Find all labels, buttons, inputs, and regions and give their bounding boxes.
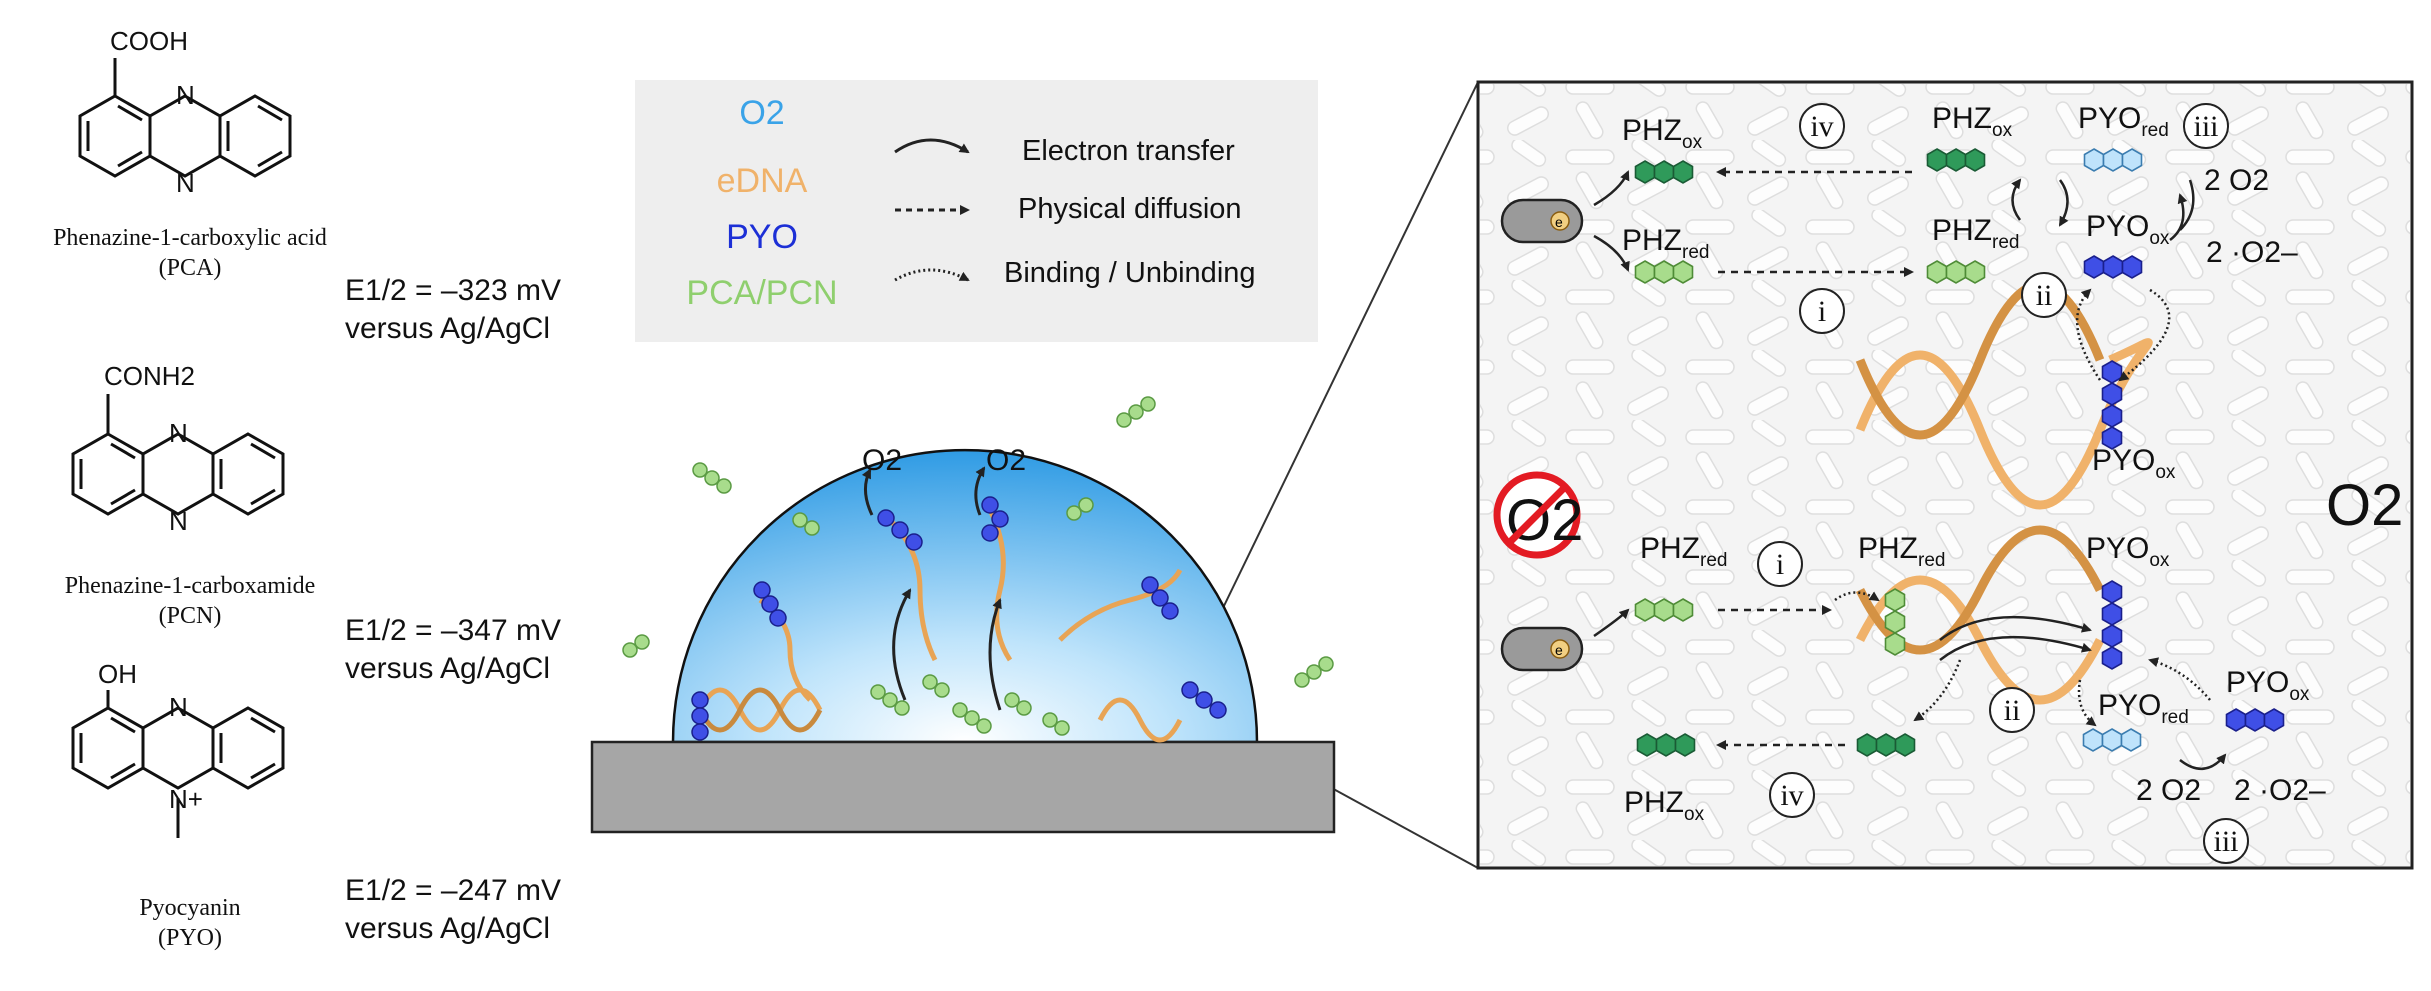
legend: O2 eDNA PYO PCA/PCN Electron transfer Ph…: [635, 80, 1318, 342]
no-o2-label: O2: [1506, 488, 1583, 553]
top-phz-red-left-label: PHZred: [1622, 224, 1709, 263]
pca-structure: [78, 58, 292, 178]
electrode-top: e: [1500, 198, 1584, 244]
zoom-line-top: [1221, 81, 1479, 611]
legend-key-edna: eDNA: [717, 162, 808, 200]
pyo-name: Pyocyanin: [139, 895, 240, 921]
top-pyo-red-label: PYOred: [2078, 102, 2169, 141]
top-roman-iii: iii: [2193, 110, 2218, 143]
legend-diffusion-label: Physical diffusion: [1018, 193, 1242, 225]
legend-key-o2: O2: [739, 94, 784, 132]
electrode-bottom-symbol: e: [1555, 642, 1563, 658]
detail-panel: O2 O2 e e: [1476, 80, 2414, 870]
pca-potential-ref: versus Ag/AgCl: [345, 312, 550, 345]
electrode-top-symbol: e: [1555, 214, 1563, 230]
top-phz-ox-left-mol: [1634, 160, 1694, 184]
pyo-n-top: N: [169, 692, 188, 722]
bottom-pyo-red-label: PYOred: [2098, 689, 2189, 728]
biofilm-panel: O2 O2: [590, 81, 1479, 869]
bottom-roman-markers: [1757, 541, 2249, 864]
bottom-o2-out-label: 2 ·O2–: [2234, 774, 2326, 807]
pca-n-bottom: N: [176, 168, 195, 198]
top-roman-ii: ii: [2036, 279, 2053, 312]
legend-electron-transfer-label: Electron transfer: [1022, 135, 1235, 167]
pcn-substituent: CONH2: [104, 361, 195, 391]
legend-electron-transfer-arrow: [894, 138, 970, 154]
top-phz-red-mid-label: PHZred: [1932, 214, 2019, 253]
biofilm-edna-strands: [697, 508, 1183, 743]
pyo-structure: [71, 690, 285, 838]
pca-potential: E1/2 = –323 mV: [345, 274, 561, 307]
legend-key-pyo: PYO: [726, 218, 798, 256]
molecule-pca: COOH N N Phenazine-1-carboxylic acid (PC…: [53, 26, 561, 345]
bottom-roman-i: i: [1776, 548, 1784, 581]
pyo-potential-ref: versus Ag/AgCl: [345, 912, 550, 945]
pca-substituent: COOH: [110, 26, 188, 56]
top-pyo-ox-label: PYOox: [2086, 210, 2170, 249]
electrode-bottom: e: [1500, 626, 1584, 672]
top-phz-red-left-mol: [1634, 260, 1694, 284]
bottom-dna-phz-stack: [1884, 588, 1906, 656]
detail-arrows: [1593, 167, 2227, 770]
legend-key-pca-pcn: PCA/PCN: [686, 274, 837, 312]
top-roman-markers: [1799, 103, 2229, 334]
biofilm-pyo-clusters: [691, 496, 1227, 741]
pyo-potential: E1/2 = –247 mV: [345, 874, 561, 907]
biofilm-o2-arrows: [861, 466, 1002, 711]
pcn-structure: [71, 394, 285, 516]
top-phz-ox-left-label: PHZox: [1622, 114, 1703, 153]
top-o2-in-label: 2 O2: [2204, 164, 2269, 197]
biofilm-o2-label-left: O2: [862, 444, 902, 477]
bottom-phz-ox-left-label: PHZox: [1624, 786, 1705, 825]
electrode-surface: [590, 740, 1336, 834]
pcn-abbr: (PCN): [159, 603, 222, 629]
top-pyo-red-mol: [2083, 148, 2143, 172]
pcn-n-top: N: [169, 418, 188, 448]
molecule-pcn: CONH2 N N Phenazine-1-carboxamide (PCN) …: [65, 361, 561, 685]
top-phz-red-mid-mol: [1926, 260, 1986, 284]
pyo-abbr: (PYO): [158, 925, 222, 951]
pyo-substituent: OH: [98, 659, 137, 689]
top-roman-i: i: [1818, 295, 1826, 328]
bottom-pyo-ox-right-mol: [2225, 708, 2285, 732]
pcn-potential-ref: versus Ag/AgCl: [345, 652, 550, 685]
o2-label-right: O2: [2326, 473, 2403, 538]
no-o2-sign: O2: [1493, 471, 1583, 559]
bottom-roman-iii: iii: [2213, 825, 2238, 858]
bottom-roman-ii: ii: [2004, 694, 2021, 727]
biofilm-o2-label-right: O2: [986, 444, 1026, 477]
bottom-phz-red-left-label: PHZred: [1640, 532, 1727, 571]
pcn-n-bottom: N: [169, 506, 188, 536]
legend-box: [635, 80, 1318, 342]
biofilm-phz-molecules: [622, 396, 1334, 736]
pca-n-top: N: [176, 80, 195, 110]
molecule-pyo: OH N N+ Pyocyanin (PYO) E1/2 = –247 mV v…: [71, 659, 561, 951]
top-o2-out-label: 2 ·O2–: [2206, 236, 2298, 269]
bottom-pyo-red-mol: [2082, 728, 2142, 752]
bottom-roman-iv: iv: [1780, 779, 1803, 812]
top-phz-ox-mid-label: PHZox: [1932, 102, 2013, 141]
bottom-phz-red-dna-label: PHZred: [1858, 532, 1945, 571]
bottom-phz-red-left-mol: [1634, 598, 1694, 622]
pcn-potential: E1/2 = –347 mV: [345, 614, 561, 647]
bottom-pyo-ox-dna-label: PYOox: [2086, 532, 2170, 571]
bacteria-background: [1480, 84, 2410, 866]
biofilm-dome: [671, 448, 1259, 744]
bottom-phz-ox-mid-mol: [1856, 733, 1916, 757]
top-pyo-ox-dna-label: PYOox: [2092, 444, 2176, 483]
bottom-pyo-ox-right-label: PYOox: [2226, 666, 2310, 705]
pyo-n-bottom: N+: [169, 784, 203, 814]
bottom-o2-in-label: 2 O2: [2136, 774, 2201, 807]
pca-name: Phenazine-1-carboxylic acid: [53, 225, 327, 251]
bottom-phz-ox-left-mol: [1636, 733, 1696, 757]
top-roman-iv: iv: [1810, 110, 1833, 143]
pcn-name: Phenazine-1-carboxamide: [65, 573, 316, 599]
legend-binding-label: Binding / Unbinding: [1004, 257, 1256, 289]
pca-abbr: (PCA): [159, 255, 222, 281]
top-phz-ox-mid-mol: [1926, 148, 1986, 172]
top-pyo-ox-mol: [2083, 255, 2143, 279]
